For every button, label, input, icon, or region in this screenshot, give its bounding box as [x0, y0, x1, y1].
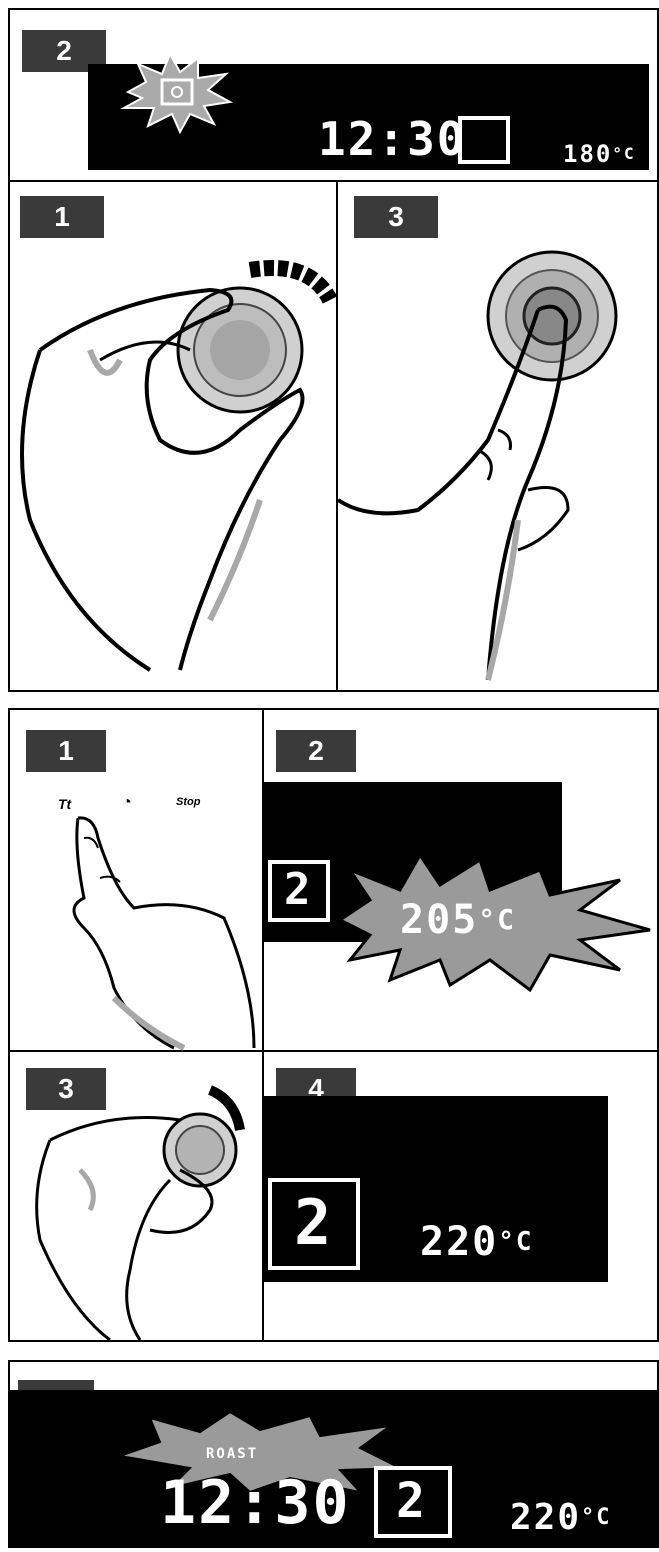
finger-pressing-knob-illustration: [338, 220, 658, 690]
display-temp-unit-c5: °C: [581, 1505, 612, 1530]
set-temp-unit: °C: [498, 1227, 533, 1257]
set-temp-readout: 220°C: [420, 1220, 534, 1264]
display-time-c5: 12:30: [160, 1470, 351, 1536]
display-temp-value-c5: 220: [510, 1497, 581, 1538]
flash-program-text: ROAST: [206, 1446, 258, 1462]
display-program-digit-c5: 2: [396, 1472, 427, 1530]
flash-burst-icon: [118, 52, 238, 132]
section-b-divider: [8, 1050, 659, 1052]
stop-button-label: Stop: [176, 796, 200, 808]
step-badge-b2: 2: [276, 730, 356, 772]
flash-temp-unit: °C: [478, 903, 516, 936]
display-temp-unit: °C: [612, 144, 635, 163]
step-badge-b1: 1: [26, 730, 106, 772]
display-program-digit: 2: [284, 864, 313, 916]
oven-display-c5: ROAST 12:30 2 220°C: [10, 1390, 659, 1546]
flash-temp-value: 205: [400, 897, 478, 943]
display-temp-value: 180: [563, 140, 612, 168]
hand-turning-knob-illustration: [10, 200, 330, 680]
section-a-divider: [8, 180, 659, 182]
display-temp: 180°C: [563, 142, 636, 166]
display-program-box: [458, 116, 510, 164]
oven-display-a2: 12:30 180°C: [88, 64, 649, 170]
set-temp-value: 220: [420, 1219, 498, 1265]
finger-pressing-button-illustration: [14, 808, 254, 1048]
hand-turning-knob-small-illustration: [20, 1070, 260, 1340]
display-program-digit-b4: 2: [294, 1186, 333, 1260]
flash-temp-readout: 205°C: [400, 898, 516, 942]
oven-display-b4: 2 220°C: [264, 1096, 608, 1282]
display-temp-c5: 220°C: [510, 1498, 612, 1538]
display-time: 12:30: [318, 116, 466, 162]
